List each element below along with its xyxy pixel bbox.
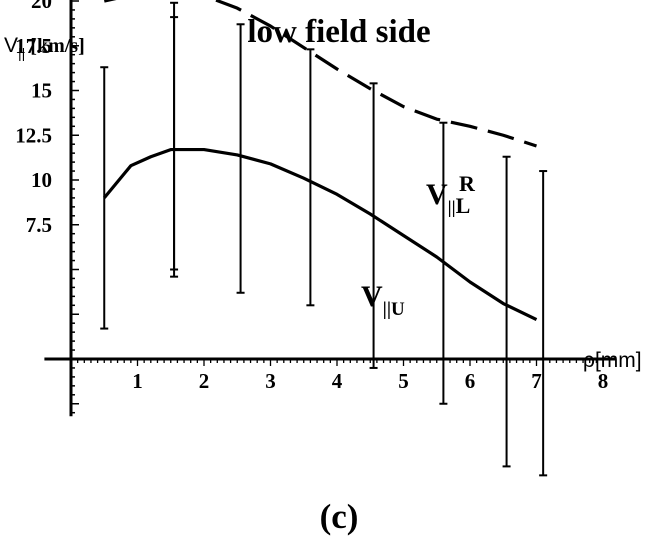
x-tick-label: 2: [199, 369, 210, 393]
x-tick-label: 6: [465, 369, 476, 393]
y-tick-label: 7.5: [26, 213, 52, 237]
x-tick-label: 8: [598, 369, 609, 393]
error-bar: [236, 23, 245, 294]
y-tick-label: 10: [31, 168, 52, 192]
error-bar: [170, 16, 179, 271]
series-line-vL: [104, 0, 537, 148]
axes: 7.5 10 12.5 15 17.5 20 1 2 3 4 5 6 7 8: [15, 0, 617, 417]
series-lines: [103, 0, 538, 322]
error-bar: [100, 66, 109, 330]
y-tick-label: 15: [31, 79, 52, 103]
series-line-vU: [103, 147, 538, 322]
x-tick-label: 5: [398, 369, 409, 393]
x-tick-label: 7: [531, 369, 542, 393]
x-tick-label: 3: [265, 369, 276, 393]
panel-caption: (c): [320, 497, 359, 536]
series-label-v-parallel-l-r: V||LR: [426, 171, 476, 218]
series-label-v-parallel-u: V||U: [361, 280, 405, 320]
error-bars: [100, 1, 548, 477]
y-tick-label: 20: [31, 0, 52, 13]
y-tick-label: 17.5: [15, 34, 52, 58]
chart-title: low field side: [247, 14, 430, 50]
x-tick-label: 1: [132, 369, 143, 393]
error-bar: [369, 82, 378, 369]
error-bar: [502, 155, 511, 468]
y-tick-label: 12.5: [15, 123, 52, 147]
error-bar: [306, 48, 315, 307]
x-tick-label: 4: [332, 369, 343, 393]
error-bar: [539, 170, 548, 477]
